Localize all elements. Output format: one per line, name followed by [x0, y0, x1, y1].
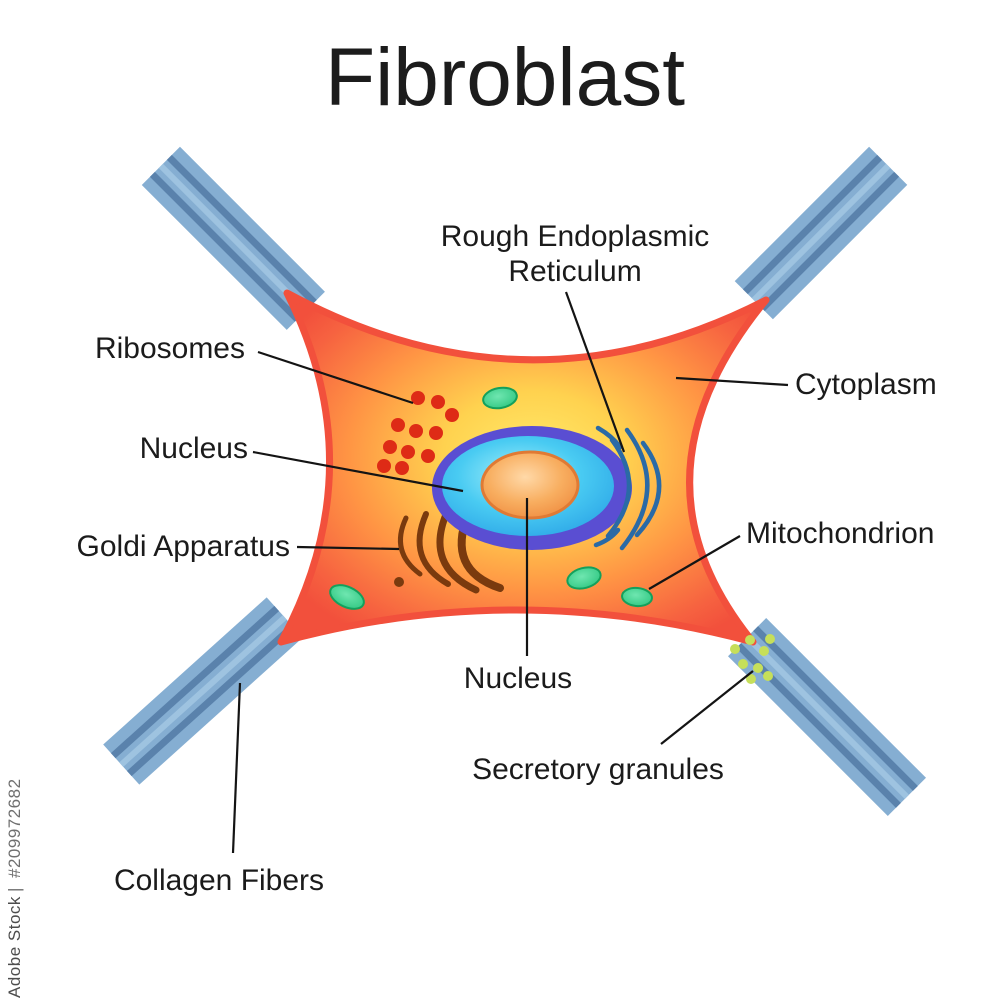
mitochondrion-shape [566, 566, 602, 590]
label-nucleus-left: Nucleus [140, 432, 248, 465]
mitochondrion-shape [329, 584, 365, 610]
watermark-separator: | [5, 887, 24, 892]
watermark-brand: Adobe Stock [5, 896, 24, 998]
page-title: Fibroblast [325, 32, 685, 123]
label-mitochondrion: Mitochondrion [746, 517, 934, 550]
rough-endoplasmic-reticulum [593, 425, 662, 551]
mitochondria-group [329, 386, 653, 610]
nucleus [432, 426, 632, 550]
collagen-fiber-top-left [141, 146, 325, 330]
label-line-golgi [296, 545, 400, 551]
secretory-granules-cluster [730, 634, 775, 684]
ribosomes-cluster [377, 391, 459, 475]
label-line-secretory [660, 670, 754, 745]
collagen-fiber-top-right [734, 146, 908, 320]
label-line-collagen [231, 682, 242, 854]
collagen-fiber-bottom-right [728, 618, 926, 816]
label-nucleus-bottom: Nucleus [464, 662, 572, 695]
label-rough-er-line2: Reticulum [508, 255, 641, 288]
label-line-ribosomes [257, 350, 414, 405]
label-line-mitochondrion [648, 535, 741, 590]
label-line-rough-er [564, 291, 626, 453]
label-line-nucleus-left [252, 450, 464, 493]
label-ribosomes: Ribosomes [95, 332, 245, 365]
label-rough-er-line1: Rough Endoplasmic [441, 220, 710, 253]
label-cytoplasm: Cytoplasm [795, 368, 937, 401]
collagen-fiber-bottom-left [103, 597, 303, 785]
mitochondrion-shape [482, 386, 518, 410]
label-golgi-apparatus: Goldi Apparatus [77, 530, 290, 563]
mitochondrion-shape [621, 586, 653, 608]
label-collagen-fibers: Collagen Fibers [114, 864, 324, 897]
label-line-cytoplasm [675, 376, 789, 387]
label-secretory-granules: Secretory granules [472, 753, 724, 786]
watermark-id: #209972682 [5, 778, 24, 878]
nucleolus [480, 450, 580, 520]
